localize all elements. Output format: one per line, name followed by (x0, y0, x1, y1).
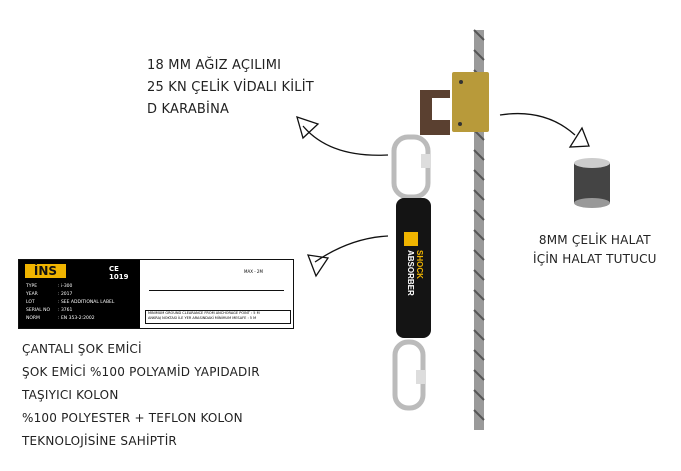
callout-line: İÇİN HALAT TUTUCU (533, 252, 657, 266)
callout-line: TEKNOLOJİSİNE SAHİPTİR (22, 434, 177, 448)
dimension-text: MAX - 2M (244, 269, 263, 274)
rope-grab-callout: 8MM ÇELİK HALAT İÇİN HALAT TUTUCU (533, 231, 657, 269)
rope-grab (420, 72, 489, 135)
callout-line: ÇANTALI ŞOK EMİCİ (22, 342, 142, 356)
product-label: İNS CE 1019 TYPE: i-300 YEAR: 2017 LOT: … (18, 259, 294, 329)
top-carabiner (391, 134, 431, 200)
label-row: NORM: EN 353-2:2002 (26, 316, 95, 321)
callout-line: TAŞIYICI KOLON (22, 388, 119, 402)
shock-absorber (396, 198, 431, 338)
label-row: LOT: SEE ADDITIONAL LABEL (26, 300, 115, 305)
brand-logo: İNS (25, 264, 66, 278)
label-row: TYPE: i-300 (26, 284, 73, 289)
label-row: SERIAL NO: 3761 (26, 308, 73, 313)
carabiner-callout: 18 MM AĞIZ AÇILIMI 25 KN ÇELİK VİDALI Kİ… (147, 55, 314, 121)
ce-mark: CE 1019 (109, 265, 129, 281)
callout-arrows (296, 112, 590, 278)
absorber-callout: ÇANTALI ŞOK EMİCİ ŞOK EMİCİ %100 POLYAMİ… (22, 338, 260, 453)
absorber-text: SHOCKABSORBER (406, 250, 424, 296)
callout-line: ŞOK EMİCİ %100 POLYAMİD YAPIDADIR (22, 365, 260, 379)
cable-spool-icon (574, 158, 610, 208)
clearance-note: MINIMUM GROUND CLEARANCE FROM ANCHORAGE … (145, 310, 291, 324)
arrow-rope-grab (499, 112, 576, 136)
label-row: YEAR: 2017 (26, 292, 73, 297)
callout-line: 18 MM AĞIZ AÇILIMI (147, 58, 282, 73)
arrow-absorber (314, 235, 389, 263)
callout-line: 8MM ÇELİK HALAT (538, 233, 651, 247)
callout-line: 25 KN ÇELİK VİDALI KİLİT (147, 80, 314, 95)
arrow-carabiner (302, 125, 389, 156)
callout-line: %100 POLYESTER + TEFLON KOLON (22, 411, 243, 425)
dimension-line (149, 290, 284, 291)
bottom-carabiner (392, 339, 426, 411)
callout-line: D KARABİNA (147, 102, 230, 117)
